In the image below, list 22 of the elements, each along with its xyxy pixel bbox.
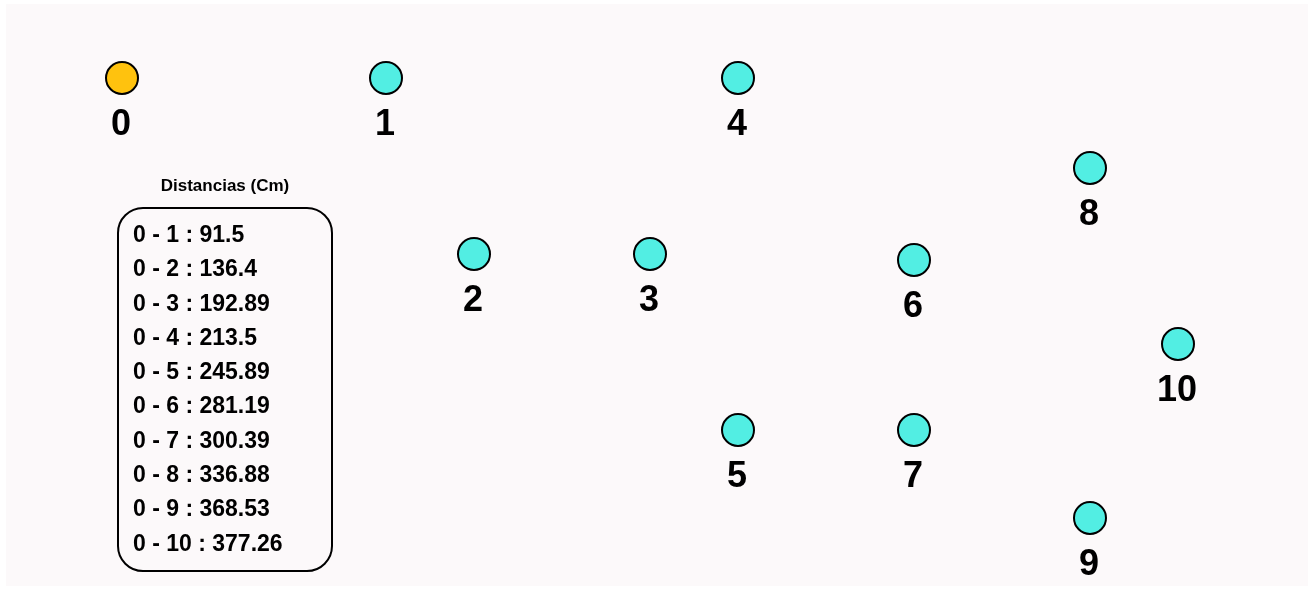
- distance-row-text: 0 - 3 : 192.89: [133, 288, 271, 318]
- point-number: 4: [726, 103, 748, 143]
- point-number: 2: [462, 279, 484, 319]
- point-number: 1: [374, 103, 396, 143]
- point-number: 7: [902, 455, 924, 495]
- point-number: 10: [1155, 369, 1198, 409]
- distance-row-text: 0 - 8 : 336.88: [133, 460, 271, 490]
- distance-row-text: 0 - 10 : 377.26: [133, 528, 284, 558]
- point-number: 5: [726, 455, 748, 495]
- point-number: 0: [110, 103, 132, 143]
- distance-row-text: 0 - 6 : 281.19: [133, 391, 271, 421]
- point-number: 6: [902, 285, 924, 325]
- distance-row-text: 0 - 1 : 91.5: [133, 220, 246, 249]
- distance-row-text: 0 - 5 : 245.89: [133, 357, 271, 387]
- point-number: 8: [1078, 193, 1100, 233]
- distance-row-text: 0 - 4 : 213.5: [133, 322, 259, 352]
- distance-row-text: 0 - 7 : 300.39: [133, 425, 271, 455]
- table-heading: Distancias (Cm): [159, 175, 291, 197]
- distance-row-text: 0 - 2 : 136.4: [133, 254, 259, 284]
- point-number: 9: [1078, 543, 1100, 583]
- point-number: 3: [638, 279, 660, 319]
- distance-row-text: 0 - 9 : 368.53: [133, 494, 271, 524]
